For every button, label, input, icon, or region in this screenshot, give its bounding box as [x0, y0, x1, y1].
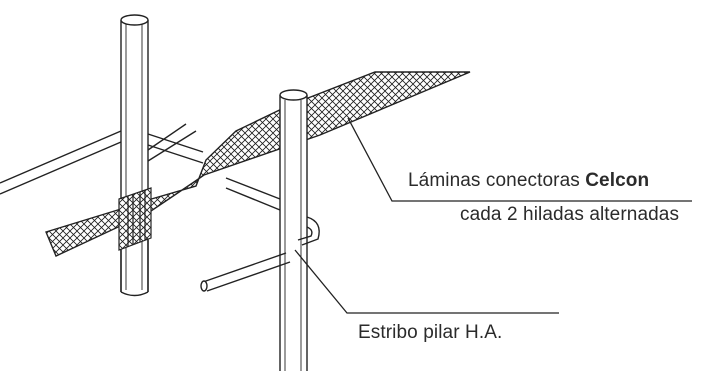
stirrup-bar — [200, 216, 320, 292]
left-pillar — [120, 14, 149, 297]
connector-mesh-plate — [45, 71, 471, 257]
connectors-callout-line1: Láminas conectoras Celcon — [408, 170, 649, 192]
leader-lines — [294, 117, 692, 314]
brand-name-celcon: Celcon — [585, 170, 650, 191]
connectors-callout-line2: cada 2 hiladas alternadas — [460, 204, 680, 225]
right-pillar — [279, 89, 308, 371]
left-pillar-front — [120, 240, 149, 292]
stirrup-leader-line — [294, 249, 559, 314]
connectors-callout-prefix: Láminas conectoras — [408, 170, 580, 191]
background-frame-bars — [0, 123, 281, 211]
connectors-leader-line — [347, 117, 692, 202]
stirrup-callout-label: Estribo pilar H.A. — [358, 322, 503, 343]
